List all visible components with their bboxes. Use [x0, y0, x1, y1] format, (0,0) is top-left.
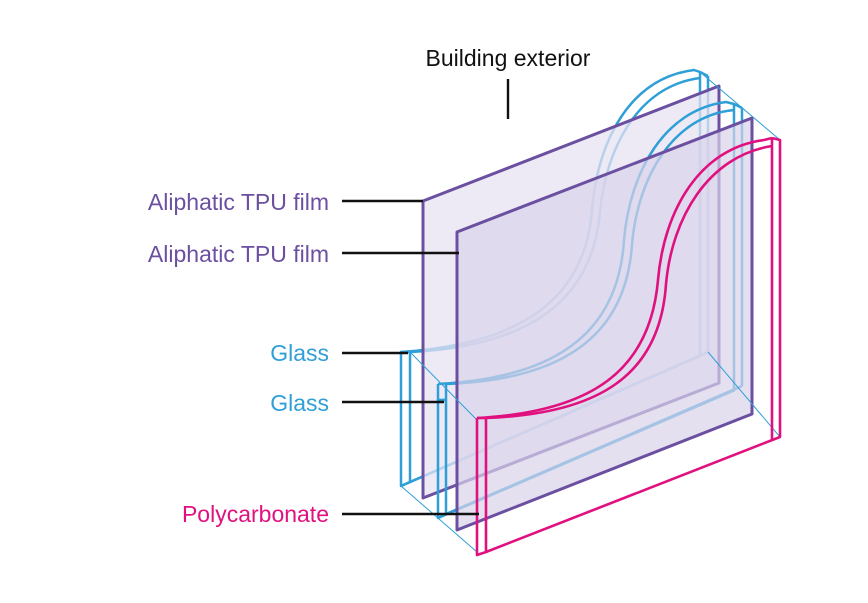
- glass-1-label: Glass: [270, 340, 329, 366]
- polycarbonate-label: Polycarbonate: [182, 501, 329, 527]
- polycarbonate-layer: [475, 136, 782, 557]
- glass-2-label: Glass: [270, 390, 329, 416]
- building-exterior-label: Building exterior: [426, 45, 591, 71]
- depth-guide-lines: [400, 71, 781, 553]
- tpu-film-1-label: Aliphatic TPU film: [148, 189, 329, 215]
- tpu-film-layer-2: [455, 116, 754, 532]
- tpu-film-2-label: Aliphatic TPU film: [148, 241, 329, 267]
